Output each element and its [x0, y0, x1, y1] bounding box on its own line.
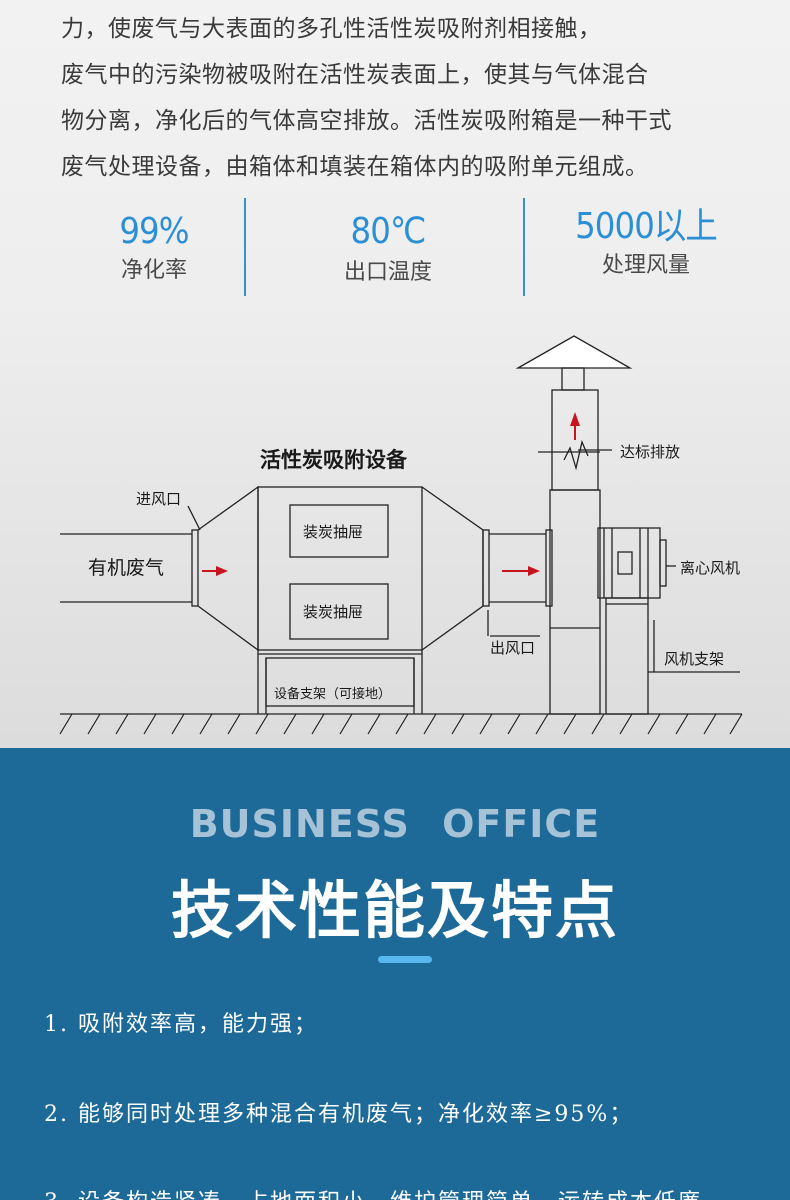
stat-label: 处理风量 — [601, 253, 690, 278]
product-intro-section: 力，使废气与大表面的多孔性活性炭吸附剂相接触， 废气中的污染物被吸附在活性炭表面… — [0, 0, 790, 748]
feature-item: 1. 吸附效率高，能力强； — [44, 1012, 318, 1037]
section-title-en: BUSINESS OFFICE — [189, 802, 601, 846]
label-organic-gas: 有机废气 — [88, 557, 164, 579]
intro-line: 废气处理设备，由箱体和填装在箱体内的吸附单元组成。 — [61, 154, 649, 180]
intro-paragraph: 力，使废气与大表面的多孔性活性炭吸附剂相接触， 废气中的污染物被吸附在活性炭表面… — [61, 6, 761, 190]
label-outlet: 出风口 — [490, 639, 535, 657]
label-inlet: 进风口 — [136, 490, 181, 508]
intro-line: 废气中的污染物被吸附在活性炭表面上，使其与气体混合 — [61, 62, 649, 88]
stat-label: 出口温度 — [343, 260, 432, 285]
label-fan-stand: 风机支架 — [664, 650, 724, 668]
label-exhaust: 达标排放 — [620, 443, 680, 461]
label-drawer: 装炭抽屉 — [303, 523, 363, 541]
section-title: 技术性能及特点 — [170, 874, 619, 947]
label-stand: 设备支架（可接地） — [274, 686, 391, 702]
label-fan: 离心风机 — [680, 559, 740, 577]
stat-divider — [244, 198, 246, 296]
stat-outlet-temperature: 80℃ 出口温度 — [318, 210, 458, 288]
title-underline — [378, 956, 432, 963]
equipment-diagram: 活性炭吸附设备 进风口 有机废气 装炭抽屉 装炭抽屉 设备支架（可接地） 出风口… — [59, 335, 743, 735]
stat-purification-rate: 99% 净化率 — [94, 210, 214, 286]
stat-value: 80℃ — [350, 211, 427, 252]
stat-divider — [523, 198, 525, 296]
stat-air-volume: 5000以上 处理风量 — [566, 205, 726, 281]
stat-value: 99% — [119, 211, 189, 252]
features-section: BUSINESS OFFICE 技术性能及特点 1. 吸附效率高，能力强； 2.… — [0, 748, 790, 1200]
feature-item: 3. 设备构造紧凑，占地面积小，维护管理简单，运转成本低廉。 — [44, 1184, 726, 1200]
label-drawer: 装炭抽屉 — [303, 603, 363, 621]
stat-value: 5000以上 — [575, 206, 718, 247]
diagram-title: 活性炭吸附设备 — [260, 448, 408, 472]
intro-line: 物分离，净化后的气体高空排放。活性炭吸附箱是一种干式 — [61, 108, 672, 134]
stat-label: 净化率 — [120, 258, 187, 283]
intro-line: 力，使废气与大表面的多孔性活性炭吸附剂相接触， — [61, 16, 602, 42]
feature-item: 2. 能够同时处理多种混合有机废气；净化效率≥95%； — [44, 1102, 634, 1127]
